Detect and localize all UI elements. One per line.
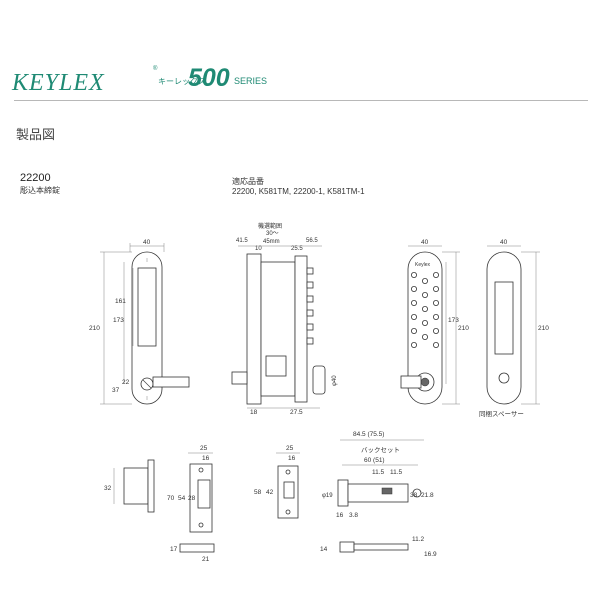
- dim-bolt-total: 84.5 (75.5): [353, 431, 384, 438]
- dim-sp-h3: 28: [188, 495, 196, 502]
- dim-spacer-width: 40: [500, 239, 508, 246]
- dim-fp-h2: 42: [266, 489, 274, 496]
- bolt-body: [347, 483, 409, 503]
- keypad-buttons: [410, 271, 439, 348]
- dim-fp-top-inner: 16: [288, 455, 296, 462]
- brand-reg-mark: ®: [153, 66, 158, 72]
- side-left-offset: 41.5: [236, 238, 248, 244]
- face-plate-bolt: [283, 481, 295, 499]
- dim-front-width: 40: [143, 239, 151, 246]
- dim-bolt-side-r1: 11.2: [412, 536, 425, 543]
- bolt-backset-label: バックセット: [361, 446, 400, 454]
- dim-sp-foot-top: 17: [170, 546, 178, 553]
- dim-fp-h1: 58: [254, 489, 262, 496]
- keypad-cylinder-icon: [420, 377, 430, 387]
- header-divider: [14, 100, 588, 101]
- dim-bolt-bottom2: 3.8: [349, 512, 358, 519]
- dim-rear-total: 210: [458, 325, 469, 332]
- spacer-view: 40 210 同梱スペーサー: [479, 239, 549, 418]
- series-number: 500: [188, 64, 230, 92]
- bolt-side-body: [353, 543, 409, 551]
- latch-bolt-view: 84.5 (75.5) バックセット 60 (51) 11.5 11.5 φ19…: [320, 431, 437, 558]
- side-view: 機選範囲 30～ 45mm 41.5 10 56.5 25.5 φ40 18 2…: [231, 222, 338, 416]
- side-door-label: 機選範囲: [258, 222, 282, 230]
- brand-logo-text: KEYLEX: [12, 70, 105, 96]
- dim-bolt-side-h: 14: [320, 546, 328, 553]
- bolt-head: [337, 479, 349, 507]
- dim-front-middle: 161: [115, 298, 126, 305]
- model-name: 彫込本締錠: [20, 186, 60, 195]
- dim-sp-foot-bottom: 21: [202, 556, 210, 563]
- strike-foot: [179, 543, 215, 553]
- dim-front-lower: 37: [112, 387, 120, 394]
- strike-plate-hole: [197, 479, 211, 509]
- bolt-spindle: [412, 488, 422, 498]
- spacer-caption: 同梱スペーサー: [479, 409, 524, 418]
- side-knob: [231, 371, 248, 385]
- dim-sp-h1: 70: [167, 495, 175, 502]
- compat-list: 22200, K581TM, 22200-1, K581TM-1: [232, 187, 365, 196]
- dim-spacer-total: 210: [538, 325, 549, 332]
- side-cylinder: [312, 365, 326, 395]
- dim-front-knob: 22: [122, 379, 130, 386]
- front-handle: [137, 267, 157, 347]
- dim-sp-h2: 54: [178, 495, 186, 502]
- spacer-hole: [498, 372, 510, 384]
- dim-bolt-side-r2: 16.9: [424, 551, 437, 558]
- dim-sp-top: 25: [200, 445, 208, 452]
- bolt-side-head: [339, 541, 355, 553]
- side-latch-label: [265, 355, 287, 377]
- side-door-thickness: 30～: [266, 231, 279, 237]
- keypad-lever: [400, 375, 422, 389]
- side-inner-plate: [246, 253, 262, 405]
- side-left-gap: 10: [255, 246, 262, 252]
- section-title: 製品図: [16, 127, 56, 142]
- strike-plate-view: 25 16 70 54 28 17 21: [167, 445, 215, 563]
- brand-kana: キーレックス: [158, 77, 206, 86]
- spacer-slot: [494, 281, 514, 355]
- keypad-view: 40 Keylex 173 210: [400, 239, 469, 405]
- dim-bolt-h2: 21.8: [421, 492, 434, 499]
- side-door-max: 45mm: [263, 239, 280, 245]
- dim-front-total: 210: [89, 325, 100, 332]
- model-code: 22200: [20, 172, 51, 184]
- compat-label: 適応品番: [232, 177, 264, 186]
- bolt-cam: [381, 487, 393, 495]
- dim-bolt-dia: φ19: [322, 493, 333, 499]
- dim-bolt-gap1: 11.5: [372, 469, 385, 476]
- face-plate-view: 25 16 58 42: [254, 445, 300, 519]
- dim-strike-depth: 32: [104, 485, 112, 492]
- dim-front-upper: 173: [113, 317, 124, 324]
- dim-bolt-h1: 38: [410, 492, 418, 499]
- dim-fp-top: 25: [286, 445, 294, 452]
- dim-bolt-backset: 60 (51): [364, 457, 385, 464]
- side-outer-plate: [294, 255, 308, 403]
- front-lever: [152, 376, 190, 388]
- dim-sp-top-inner: 16: [202, 455, 210, 462]
- side-cylinder-dia: φ40: [332, 375, 338, 386]
- strike-box: [123, 467, 149, 505]
- side-right-offset: 56.5: [306, 238, 318, 244]
- side-right-gap: 25.5: [291, 246, 303, 252]
- dim-rear-width: 40: [421, 239, 429, 246]
- dim-bolt-gap2: 11.5: [390, 469, 403, 476]
- front-view: 40 210 173 161 37 22: [89, 239, 190, 405]
- brand-logo-block: KEYLEX ® キーレックス 500 SERIES: [12, 64, 312, 98]
- keypad-logo: Keylex: [415, 262, 431, 268]
- side-bottom-left: 18: [250, 409, 258, 416]
- series-word: SERIES: [234, 76, 268, 86]
- dim-rear-upper: 173: [448, 317, 459, 324]
- side-bottom-right: 27.5: [290, 409, 303, 416]
- dim-bolt-bottom1: 16: [336, 512, 344, 519]
- strike-box-view: 32: [104, 459, 155, 513]
